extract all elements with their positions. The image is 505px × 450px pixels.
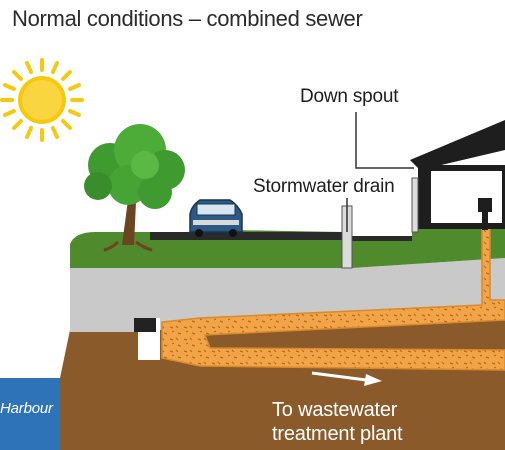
road-right <box>352 236 412 241</box>
flow-arrow-icon <box>311 371 382 386</box>
tree-icon <box>84 124 185 252</box>
road <box>150 232 342 240</box>
harbour-label: Harbour <box>0 400 53 417</box>
treatment-plant-label-line2: treatment plant <box>272 423 403 445</box>
down-spout-pipe <box>411 177 419 233</box>
diagram-title: Normal conditions – combined sewer <box>12 6 363 31</box>
treatment-plant-label-line1: To wastewater <box>272 399 398 421</box>
car-icon <box>189 199 243 237</box>
down-spout-label: Down spout <box>300 86 399 107</box>
stormwater-drain-label: Stormwater drain <box>253 176 395 197</box>
sun-icon <box>0 58 84 142</box>
outlet-chamber <box>134 318 156 332</box>
house-icon <box>410 120 505 230</box>
down-spout-leader <box>355 112 414 169</box>
